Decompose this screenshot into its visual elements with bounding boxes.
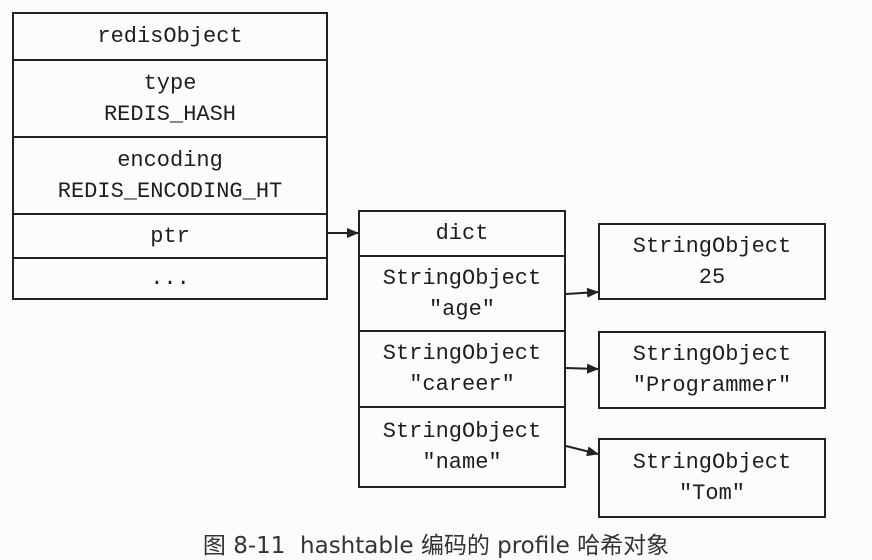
dict-key-line2: "name": [422, 450, 502, 475]
dict-key-line2: "age": [428, 296, 495, 322]
dict-key-line1: StringObject: [382, 341, 542, 366]
value-line2: "Tom": [678, 481, 745, 506]
dict-key-age: StringObject "age": [360, 255, 564, 330]
more-field: ...: [14, 257, 326, 298]
value-line2: 25: [698, 264, 726, 290]
dict-key-line2: "career": [409, 372, 515, 397]
value-box-career: StringObject "Programmer": [598, 331, 826, 409]
age-to-value-arrow: [565, 287, 599, 298]
name-to-value-arrow: [565, 445, 599, 457]
dict-box: dict StringObject "age" StringObject "ca…: [358, 210, 566, 488]
value-box-age: StringObject 25: [598, 223, 826, 300]
type-field: type REDIS_HASH: [14, 59, 326, 136]
career-to-value-arrow: [565, 363, 599, 374]
encoding-field: encoding REDIS_ENCODING_HT: [14, 136, 326, 213]
encoding-field-label: encoding: [117, 147, 223, 173]
value-line2: "Programmer": [632, 373, 792, 398]
dict-key-career: StringObject "career": [360, 330, 564, 406]
value-cell: StringObject "Tom": [600, 440, 824, 516]
dict-key-name: StringObject "name": [360, 406, 564, 486]
type-field-value: REDIS_HASH: [103, 101, 237, 127]
dict-header-label: dict: [435, 221, 489, 246]
dict-key-line1: StringObject: [382, 265, 542, 291]
ptr-field: ptr: [14, 213, 326, 257]
value-box-name: StringObject "Tom": [598, 438, 826, 518]
redis-object-header: redisObject: [14, 14, 326, 59]
encoding-field-value: REDIS_ENCODING_HT: [57, 178, 283, 204]
value-line1: StringObject: [632, 450, 792, 475]
redis-object-header-label: redisObject: [97, 24, 243, 49]
type-field-label: type: [143, 70, 197, 96]
dict-header: dict: [360, 212, 564, 255]
ptr-field-label: ptr: [150, 223, 190, 249]
value-line1: StringObject: [632, 342, 792, 367]
value-cell: StringObject "Programmer": [600, 333, 824, 407]
value-line1: StringObject: [632, 233, 792, 259]
redis-object-box: redisObject type REDIS_HASH encoding RED…: [12, 12, 328, 300]
more-field-label: ...: [150, 266, 190, 291]
value-cell: StringObject 25: [600, 225, 824, 298]
dict-key-line1: StringObject: [382, 419, 542, 444]
figure-caption: 图 8-11 hashtable 编码的 profile 哈希对象: [202, 533, 670, 559]
